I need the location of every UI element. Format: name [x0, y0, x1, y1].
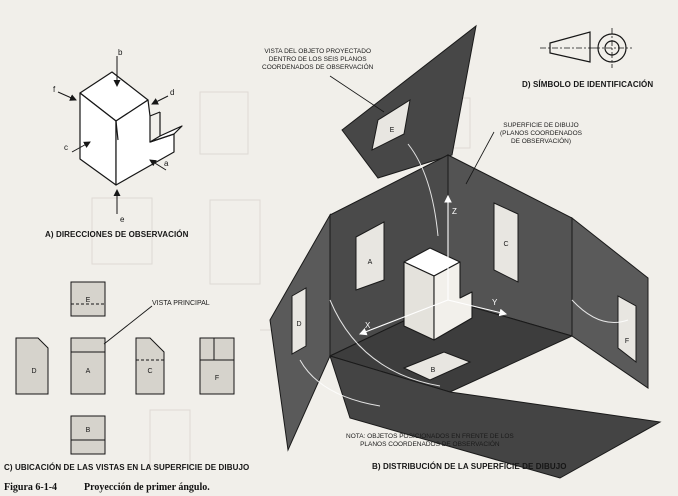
- view-letter-f: F: [215, 375, 219, 382]
- view-letter-d: D: [31, 368, 36, 375]
- caption-c: C) UBICACIÓN DE LAS VISTAS EN LA SUPERFI…: [4, 463, 250, 472]
- arrow-letter-e: e: [120, 215, 125, 224]
- callout-drawing-surface: SUPERFICIE DE DIBUJO (PLANOS COORDENADOS…: [500, 122, 582, 146]
- arrow-letter-f: f: [53, 85, 56, 94]
- view-letter-a: A: [86, 368, 91, 375]
- arrow-letter-d: d: [170, 88, 174, 97]
- part-c-views: [15, 281, 235, 455]
- plane-letter-a: A: [368, 259, 373, 266]
- plane-letter-f: F: [625, 338, 629, 345]
- plane-letter-c: C: [503, 241, 508, 248]
- view-letter-e: E: [86, 297, 91, 304]
- part-a-arrow-letters: b f d c a e: [53, 48, 174, 224]
- caption-b: B) DISTRIBUCIÓN DE LA SUPERFICIE DE DIBU…: [372, 462, 567, 471]
- fold-arcs: [299, 143, 629, 407]
- figure-title: Proyección de primer ángulo.: [84, 482, 210, 493]
- axis-letters: Z X Y: [365, 207, 498, 330]
- axis-x-label: X: [365, 321, 371, 330]
- drawing-surface-planes: [269, 24, 662, 479]
- part-c-view-letters: E D A C F B: [31, 297, 219, 434]
- note-line-1: NOTA: OBJETOS POSICIONADOS EN FRENTE DE …: [346, 433, 514, 440]
- note-block: NOTA: OBJETOS POSICIONADOS EN FRENTE DE …: [346, 433, 514, 449]
- projection-symbol: [540, 28, 632, 68]
- callout-object-line-3: COORDENADOS DE OBSERVACIÓN: [262, 64, 374, 71]
- view-letter-c: C: [147, 368, 152, 375]
- callout-object-line-2: DENTRO DE LOS SEIS PLANOS: [268, 56, 367, 63]
- main-view-label: VISTA PRINCIPAL: [152, 300, 210, 307]
- arrow-letter-c: c: [64, 143, 68, 152]
- callout-object-views: VISTA DEL OBJETO PROYECTADO DENTRO DE LO…: [262, 48, 373, 72]
- arrow-letter-a: a: [164, 159, 169, 168]
- plane-letter-d: D: [296, 321, 301, 328]
- caption-d: D) SÍMBOLO DE IDENTIFICACIÓN: [522, 80, 654, 89]
- part-a-object: [79, 71, 183, 186]
- callout-object-line-1: VISTA DEL OBJETO PROYECTADO: [264, 48, 372, 55]
- figure-number: Figura 6-1-4: [4, 482, 58, 493]
- axis-z-label: Z: [452, 207, 457, 216]
- axis-y-label: Y: [492, 298, 498, 307]
- view-letter-b: B: [86, 427, 91, 434]
- callout-surface-line-2: (PLANOS COORDENADOS: [500, 130, 582, 137]
- callout-leaders: [329, 75, 495, 185]
- caption-a: A) DIRECCIONES DE OBSERVACIÓN: [45, 230, 189, 239]
- arrow-letter-b: b: [118, 48, 123, 57]
- part-a-direction-arrows: [57, 56, 169, 214]
- note-line-2: PLANOS COORDENADOS DE OBSERVACIÓN: [360, 441, 500, 448]
- callout-surface-line-1: SUPERFICIE DE DIBUJO: [503, 122, 579, 129]
- projected-views: [291, 98, 637, 381]
- plane-letter-b: B: [431, 367, 436, 374]
- plane-letter-e: E: [390, 127, 395, 134]
- figure-caption: Figura 6-1-4 Proyección de primer ángulo…: [4, 482, 210, 493]
- projected-view-letters: E A C D F B: [296, 127, 629, 374]
- axes: [358, 194, 508, 336]
- main-view-leader: [103, 305, 153, 345]
- callout-surface-line-3: DE OBSERVACIÓN): [510, 138, 572, 145]
